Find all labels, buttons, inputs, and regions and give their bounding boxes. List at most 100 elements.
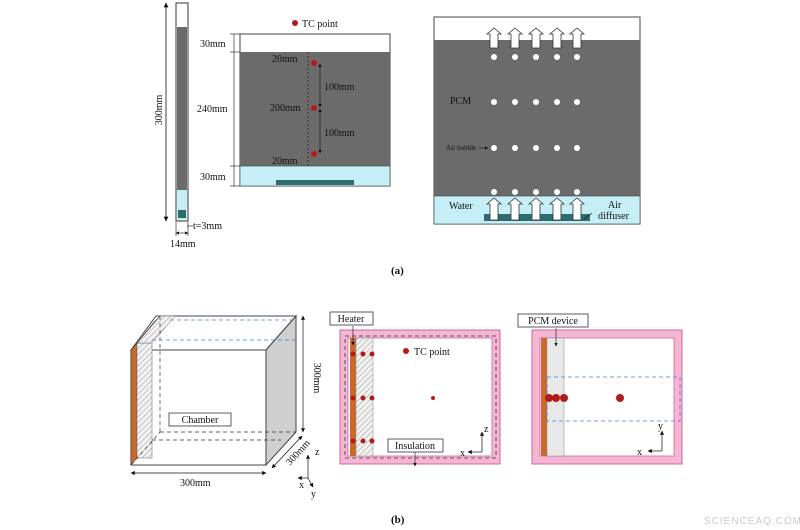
- heater-tc-point: [360, 438, 366, 444]
- heater-tc-point: [369, 395, 375, 401]
- front-legend-label: TC point: [302, 19, 338, 30]
- heater-tc-point: [350, 395, 356, 401]
- up-arrow-top-3: [527, 27, 545, 49]
- axis-z-label: z: [315, 447, 320, 458]
- gap-upper-label: 100mm: [324, 82, 355, 93]
- air-bubble: [574, 145, 580, 151]
- panel-b: Chamber 300mm 300mm 300mm z x y Heater: [130, 311, 683, 526]
- top-tc-points: [350, 351, 375, 444]
- device-label: PCM device: [528, 316, 578, 327]
- side-view: 300mm 14mm t=3mm: [154, 2, 222, 250]
- axis-y-line: [307, 477, 314, 488]
- heater-tc-point: [350, 351, 356, 357]
- pcm-tc-point-3: [560, 394, 568, 402]
- flow-water-label: Water: [449, 201, 473, 212]
- air-bubble: [554, 145, 560, 151]
- flow-bubble-label: Air bubble: [446, 144, 476, 152]
- axis-x-label: x: [299, 480, 304, 491]
- flow-view: PCM Air bubble Water Air diffuser: [433, 16, 641, 225]
- chamber-insulation-block: [136, 342, 153, 459]
- up-arrow-bottom-2: [506, 197, 524, 221]
- air-bubble: [533, 54, 539, 60]
- air-bubble: [512, 54, 518, 60]
- tc-bottom-label: 20mm: [272, 156, 298, 167]
- tube-diffuser: [178, 210, 186, 218]
- legend-tc-dot: [292, 20, 298, 26]
- flow-diffuser-label-1: Air: [608, 200, 622, 211]
- heater-label: Heater: [338, 314, 365, 325]
- top-dashed-boundary: [344, 335, 497, 459]
- pcm-tc-point-2: [552, 394, 560, 402]
- air-bubble: [512, 189, 518, 195]
- heater-tc-point: [369, 438, 375, 444]
- flow-arrows-top: [485, 27, 586, 49]
- flow-pcm: [434, 40, 640, 196]
- air-bubble: [554, 99, 560, 105]
- up-arrow-bottom-1: [485, 197, 503, 221]
- gap-lower-label: 100mm: [324, 128, 355, 139]
- flow-pcm-label: PCM: [450, 96, 471, 107]
- dim-bottom-label: 30mm: [200, 172, 226, 183]
- tc-top-label: 20mm: [272, 54, 298, 65]
- air-bubble: [512, 99, 518, 105]
- top-legend-label: TC point: [414, 347, 450, 358]
- flow-bubbles: [491, 54, 580, 195]
- axis-y-label: y: [311, 489, 316, 500]
- chamber-depth-label: 300mm: [284, 438, 313, 468]
- chamber-label-box: [168, 412, 232, 427]
- up-arrow-top-5: [568, 27, 586, 49]
- air-bubble: [491, 99, 497, 105]
- top-view: Heater TC point Insulation z x: [329, 311, 501, 467]
- side-thickness-label: t=3mm: [193, 221, 222, 232]
- heater-tc-point: [369, 351, 375, 357]
- flow-arrows-bottom: [485, 197, 586, 221]
- device-label-box: [517, 313, 589, 328]
- up-arrow-bottom-3: [527, 197, 545, 221]
- air-bubble: [554, 54, 560, 60]
- pcm-tc-point-center: [616, 394, 624, 402]
- heater-tc-point: [360, 351, 366, 357]
- air-bubble: [533, 99, 539, 105]
- pcm-heater-strip: [541, 338, 547, 456]
- air-bubble: [533, 189, 539, 195]
- tc-center-label: 200mm: [270, 103, 301, 114]
- air-bubble: [491, 54, 497, 60]
- up-arrow-top-1: [485, 27, 503, 49]
- chamber-3d: Chamber 300mm 300mm 300mm z x y: [130, 314, 322, 500]
- top-axis-x-label: x: [460, 448, 465, 459]
- hidden-edge-diag: [130, 431, 161, 466]
- heater-tc-point: [350, 438, 356, 444]
- air-bubble: [574, 189, 580, 195]
- side-height-label: 300mm: [154, 95, 165, 126]
- tc-point-bottom: [311, 151, 317, 157]
- panel-a: 300mm 14mm t=3mm TC point 30mm 240mm 30m…: [154, 2, 641, 277]
- up-arrow-bottom-4: [548, 197, 566, 221]
- insulation-label-box: [387, 438, 444, 453]
- top-legend-dot: [403, 348, 409, 354]
- up-arrow-bottom-5: [568, 197, 586, 221]
- air-bubble: [533, 145, 539, 151]
- tc-point-middle: [311, 105, 317, 111]
- diffuser-pointer: [583, 212, 593, 220]
- dim-mid-label: 240mm: [197, 104, 228, 115]
- center-tc-point: [431, 396, 435, 400]
- chamber-height-label: 300mm: [311, 363, 322, 394]
- up-arrow-top-4: [548, 27, 566, 49]
- pcm-axis-x-label: x: [637, 447, 642, 458]
- chamber-depth-dim: [271, 435, 303, 469]
- top-axis-z-label: z: [484, 424, 489, 435]
- tube-pcm: [177, 27, 187, 190]
- heater-label-box: [329, 311, 374, 326]
- watermark: SCIENCEAQ.COM: [704, 516, 800, 527]
- chamber-heater-strip: [130, 342, 138, 466]
- air-bubble: [491, 145, 497, 151]
- air-bubble: [574, 54, 580, 60]
- dim-top-label: 30mm: [200, 39, 226, 50]
- tube-water: [177, 190, 187, 220]
- up-arrow-top-2: [506, 27, 524, 49]
- heater-tc-point: [360, 395, 366, 401]
- chamber-width-label: 300mm: [180, 478, 211, 489]
- air-bubble: [554, 189, 560, 195]
- flow-diffuser-label-2: diffuser: [598, 211, 630, 222]
